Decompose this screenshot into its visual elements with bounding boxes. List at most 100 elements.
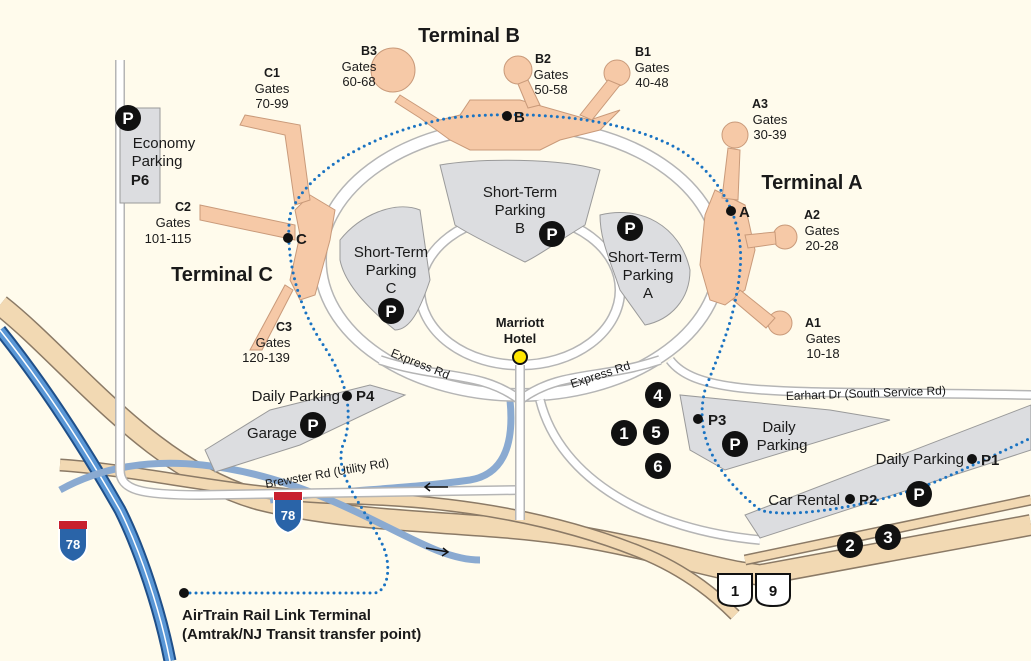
ramp-arrow-left-icon: [423, 482, 448, 492]
svg-text:2: 2: [845, 536, 854, 555]
parking-icon: P: [300, 412, 326, 438]
station-p1-dot: [967, 454, 977, 464]
short-term-a-line2: Parking: [623, 267, 674, 284]
short-term-lot-c: [339, 206, 431, 331]
svg-text:4: 4: [653, 386, 663, 405]
station-a-label: A: [739, 204, 750, 221]
short-term-c-line1: Short-Term: [354, 244, 428, 261]
short-term-b-line2: Parking: [495, 202, 546, 219]
c3-pier: [249, 284, 294, 351]
us-9-label: 9: [769, 583, 777, 600]
terminal-a-title: Terminal A: [761, 172, 862, 194]
svg-text:1: 1: [619, 424, 628, 443]
svg-text:P: P: [546, 225, 557, 244]
airtrain-terminal-line2: (Amtrak/NJ Transit transfer point): [182, 626, 421, 643]
gate-b2-id: B2: [535, 52, 551, 66]
a1-pier: [767, 310, 793, 336]
svg-text:P: P: [385, 302, 396, 321]
gate-c2-id: C2: [175, 200, 191, 214]
i78-shield-center: 78: [273, 491, 303, 535]
gate-c2-range: 101-115: [145, 231, 192, 246]
gate-b3-range: 60-68: [342, 74, 375, 89]
car-rental-label: Car Rental: [768, 492, 840, 509]
lot-2-badge: 2: [837, 532, 863, 558]
parking-icon: P: [539, 221, 565, 247]
parking-icon: P: [722, 431, 748, 457]
daily-p3-code: P3: [708, 412, 726, 429]
a3-link: [721, 147, 741, 201]
lot-5-badge: 5: [643, 419, 669, 445]
gate-b1-label: Gates: [635, 60, 670, 75]
gate-labels: B3 Gates 60-68 B2 Gates 50-58 B1 Gates 4…: [145, 44, 841, 365]
economy-parking-code: P6: [131, 172, 149, 189]
c2-pier: [199, 204, 296, 241]
daily-p3-line2: Parking: [757, 437, 808, 454]
gate-a2-range: 20-28: [805, 238, 838, 253]
ramp-arrow-right-icon: [425, 547, 450, 557]
gate-a3-range: 30-39: [753, 127, 786, 142]
short-term-c-code: C: [386, 280, 397, 297]
lot-3-badge: 3: [875, 524, 901, 550]
gate-a3-label: Gates: [753, 112, 788, 127]
b3-pier: [370, 47, 416, 93]
station-b-dot: [502, 111, 512, 121]
gate-a3-id: A3: [752, 97, 768, 111]
short-term-b-line1: Short-Term: [483, 184, 557, 201]
a2-pier: [772, 224, 798, 250]
gate-b1-id: B1: [635, 45, 651, 59]
us-9-shield: 9: [755, 573, 791, 608]
daily-p4-label: Daily Parking: [252, 388, 340, 405]
airtrain-terminal-line1: AirTrain Rail Link Terminal: [182, 607, 371, 624]
short-term-a-line1: Short-Term: [608, 249, 682, 266]
a3-pier: [721, 121, 749, 149]
b1-link: [579, 79, 621, 121]
a2-link: [744, 231, 777, 249]
parking-symbols: P P P P P P P: [115, 105, 932, 507]
gate-b3-id: B3: [361, 44, 377, 58]
short-term-c-line2: Parking: [366, 262, 417, 279]
station-p2-dot: [845, 494, 855, 504]
parking-icon: P: [617, 215, 643, 241]
parking-icon: P: [115, 105, 141, 131]
hotel-label-line2: Hotel: [504, 331, 537, 346]
parking-icon: P: [378, 298, 404, 324]
svg-text:6: 6: [653, 457, 662, 476]
i78-label-center: 78: [281, 508, 295, 523]
gate-c1-label: Gates: [255, 81, 290, 96]
i78-shield-left: 78: [58, 520, 88, 564]
airtrain-terminal-dot: [179, 588, 189, 598]
daily-p1-label: Daily Parking: [876, 451, 964, 468]
station-c-dot: [283, 233, 293, 243]
svg-text:P: P: [122, 109, 133, 128]
garage-label: Garage: [247, 425, 297, 442]
lot-6-badge: 6: [645, 453, 671, 479]
station-a-dot: [726, 206, 736, 216]
gate-b1-range: 40-48: [635, 75, 668, 90]
airtrain-stations: [179, 111, 977, 598]
svg-text:5: 5: [651, 423, 660, 442]
station-b-label: B: [514, 109, 525, 126]
gate-b3-label: Gates: [342, 59, 377, 74]
gate-a2-label: Gates: [805, 223, 840, 238]
i78-label-left: 78: [66, 537, 80, 552]
daily-p4-code: P4: [356, 388, 375, 405]
daily-lot-p1-p2: [744, 404, 1031, 539]
hotel-marker: [512, 349, 528, 365]
terminal-c-title: Terminal C: [171, 264, 273, 286]
hotel-label-line1: Marriott: [496, 315, 545, 330]
short-term-b-code: B: [515, 220, 525, 237]
parking-icon: P: [906, 481, 932, 507]
svg-text:P: P: [307, 416, 318, 435]
terminal-buildings: [199, 47, 798, 351]
terminal-c-building: [289, 194, 336, 301]
gate-c3-range: 120-139: [242, 350, 290, 365]
terminal-a-building: [699, 189, 756, 306]
car-rental-code: P2: [859, 492, 877, 509]
short-term-lot-a: [599, 211, 691, 326]
gate-a1-range: 10-18: [806, 346, 839, 361]
svg-text:P: P: [624, 219, 635, 238]
a1-link: [732, 289, 776, 329]
daily-p1-code: P1: [981, 452, 999, 469]
station-p3-dot: [693, 414, 703, 424]
